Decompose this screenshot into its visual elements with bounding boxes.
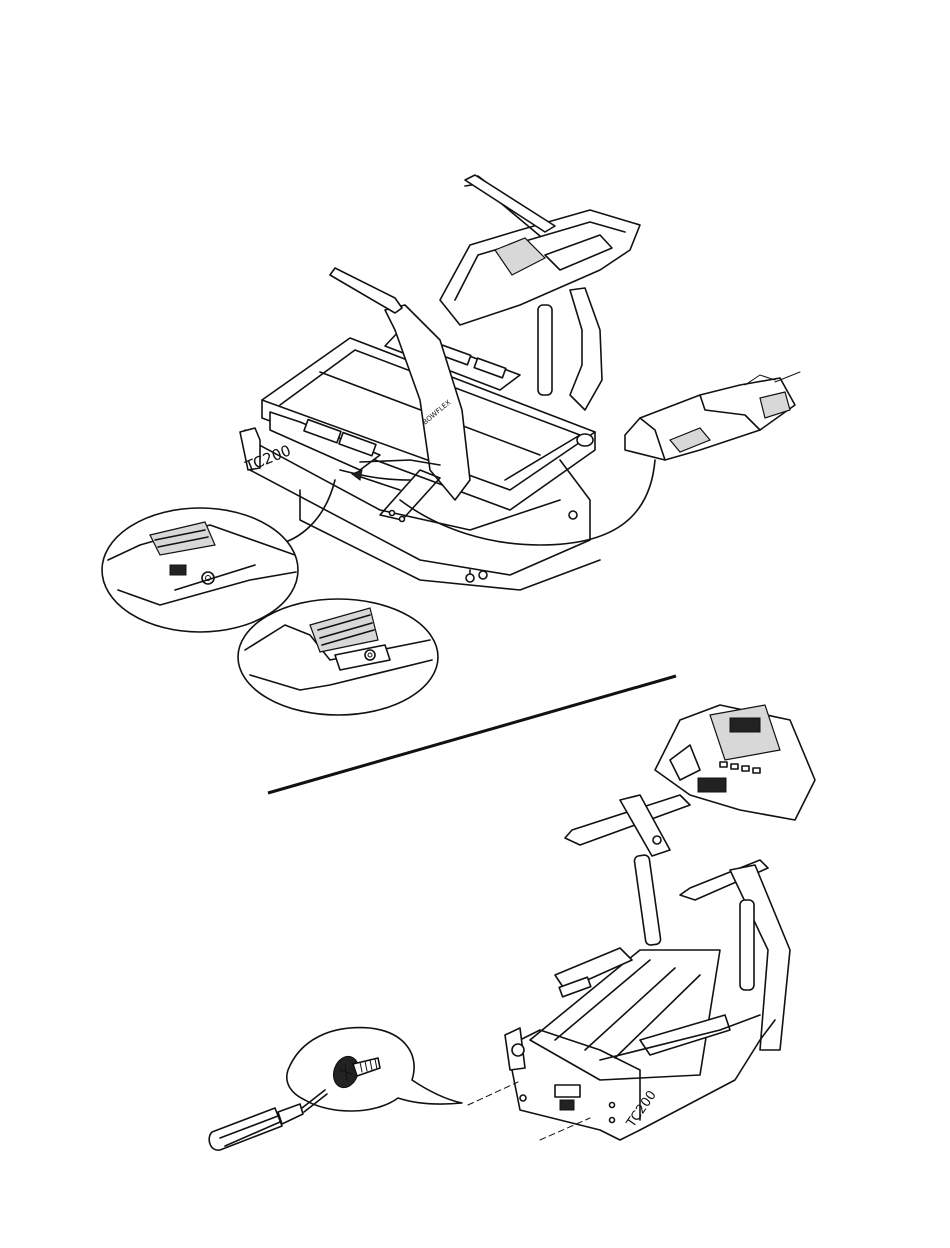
detail-connector-view: [102, 508, 298, 632]
screw-callout: [209, 1028, 462, 1151]
bottom-treadmill-illustration: TC200: [468, 705, 815, 1140]
motor-shroud-part: [625, 372, 800, 460]
model-label-bottom: TC200: [623, 1088, 659, 1131]
detail-shroud-view: [238, 599, 438, 715]
top-treadmill-illustration: TC200: [240, 175, 800, 590]
